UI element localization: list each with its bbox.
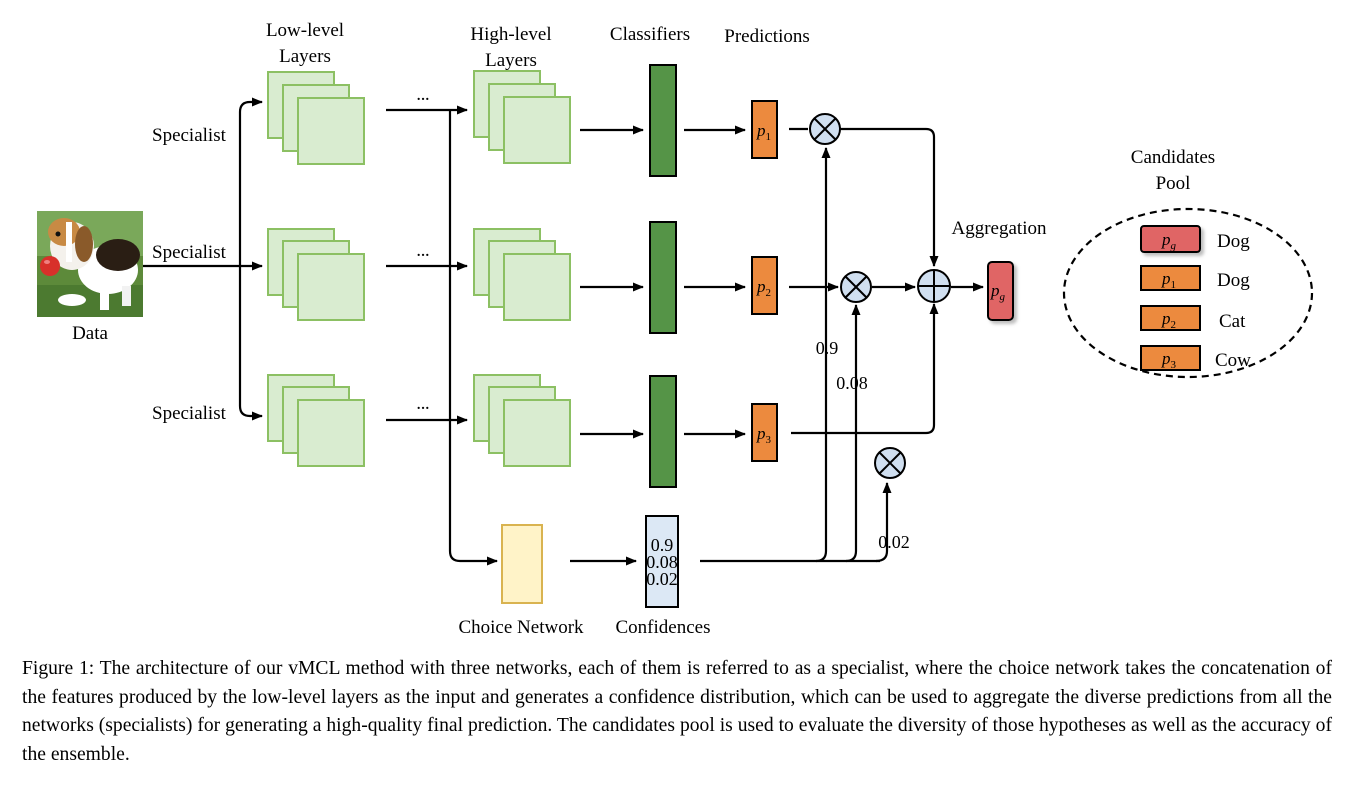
prediction-p1: p1	[756, 121, 771, 143]
predictions	[751, 100, 778, 462]
aggregate-output-box	[987, 261, 1014, 321]
pool-entry: p2 Cat	[1140, 305, 1246, 332]
high-level-header-line2: Layers	[485, 50, 537, 71]
circled-times-icon	[874, 447, 906, 479]
choice-network-box	[501, 524, 543, 604]
svg-text:pg: pg	[1161, 230, 1177, 252]
confidence-value-1: 0.9	[651, 535, 674, 555]
weight-label-1: 0.9	[816, 338, 839, 358]
svg-text:Dog: Dog	[1217, 270, 1250, 291]
mid-arrows	[386, 105, 498, 566]
specialist-branches	[143, 97, 263, 421]
circled-times-icon	[840, 271, 872, 303]
svg-text:Cow: Cow	[1215, 350, 1251, 371]
svg-text:p1: p1	[1161, 269, 1176, 291]
aggregation-arrows	[789, 127, 984, 435]
svg-text:Cat: Cat	[1219, 311, 1246, 332]
specialist-label-top: Specialist	[152, 125, 227, 146]
low-level-layers	[267, 71, 365, 467]
specialist-label-bottom: Specialist	[152, 403, 227, 424]
low-level-header-line1: Low-level	[266, 20, 344, 41]
data-label: Data	[72, 323, 108, 344]
pool-entry: pg Dog	[1140, 225, 1250, 253]
pool-entry: p1 Dog	[1140, 265, 1250, 291]
confidence-weight-arrows	[700, 147, 892, 563]
high-level-layers	[473, 70, 571, 467]
classifier-input-arrows	[580, 125, 644, 439]
svg-text:p2: p2	[1161, 309, 1176, 331]
ellipsis-top: ···	[416, 89, 430, 110]
svg-text:p3: p3	[1161, 349, 1177, 371]
ellipsis-middle: ···	[416, 245, 430, 266]
candidates-pool-boundary	[1062, 207, 1314, 379]
prediction-p2: p2	[756, 277, 771, 299]
architecture-diagram: Low-level Layers High-level Layers Class…	[37, 20, 1314, 638]
prediction-input-arrows	[684, 125, 746, 439]
weight-label-3: 0.02	[878, 532, 910, 552]
circled-plus-icon	[917, 269, 951, 303]
confidence-value-2: 0.08	[646, 552, 678, 572]
candidates-pool-title-line1: Candidates	[1131, 147, 1215, 168]
specialist-label-middle: Specialist	[152, 242, 227, 263]
choice-network-label: Choice Network	[458, 617, 584, 638]
high-level-header-line1: High-level	[470, 24, 551, 45]
candidates-pool-title-line2: Pool	[1156, 173, 1191, 194]
aggregation-label: Aggregation	[952, 218, 1047, 239]
weight-label-2: 0.08	[836, 373, 868, 393]
figure-caption: Figure 1: The architecture of our vMCL m…	[22, 658, 1332, 765]
pool-entry: p3 Cow	[1140, 345, 1251, 371]
circled-times-icon	[809, 113, 841, 145]
prediction-p3: p3	[756, 424, 772, 446]
ellipsis-bottom: ···	[416, 398, 430, 419]
predictions-header: Predictions	[724, 26, 810, 47]
confidences-box	[645, 515, 679, 608]
low-level-header-line2: Layers	[279, 46, 331, 67]
confidence-value-3: 0.02	[646, 569, 678, 589]
aggregate-output-label: pg	[990, 281, 1006, 303]
beagle-dog-photo	[37, 211, 143, 317]
classifiers	[649, 64, 677, 488]
classifiers-header: Classifiers	[610, 24, 690, 45]
svg-text:Dog: Dog	[1217, 231, 1250, 252]
confidences-label: Confidences	[616, 617, 711, 638]
